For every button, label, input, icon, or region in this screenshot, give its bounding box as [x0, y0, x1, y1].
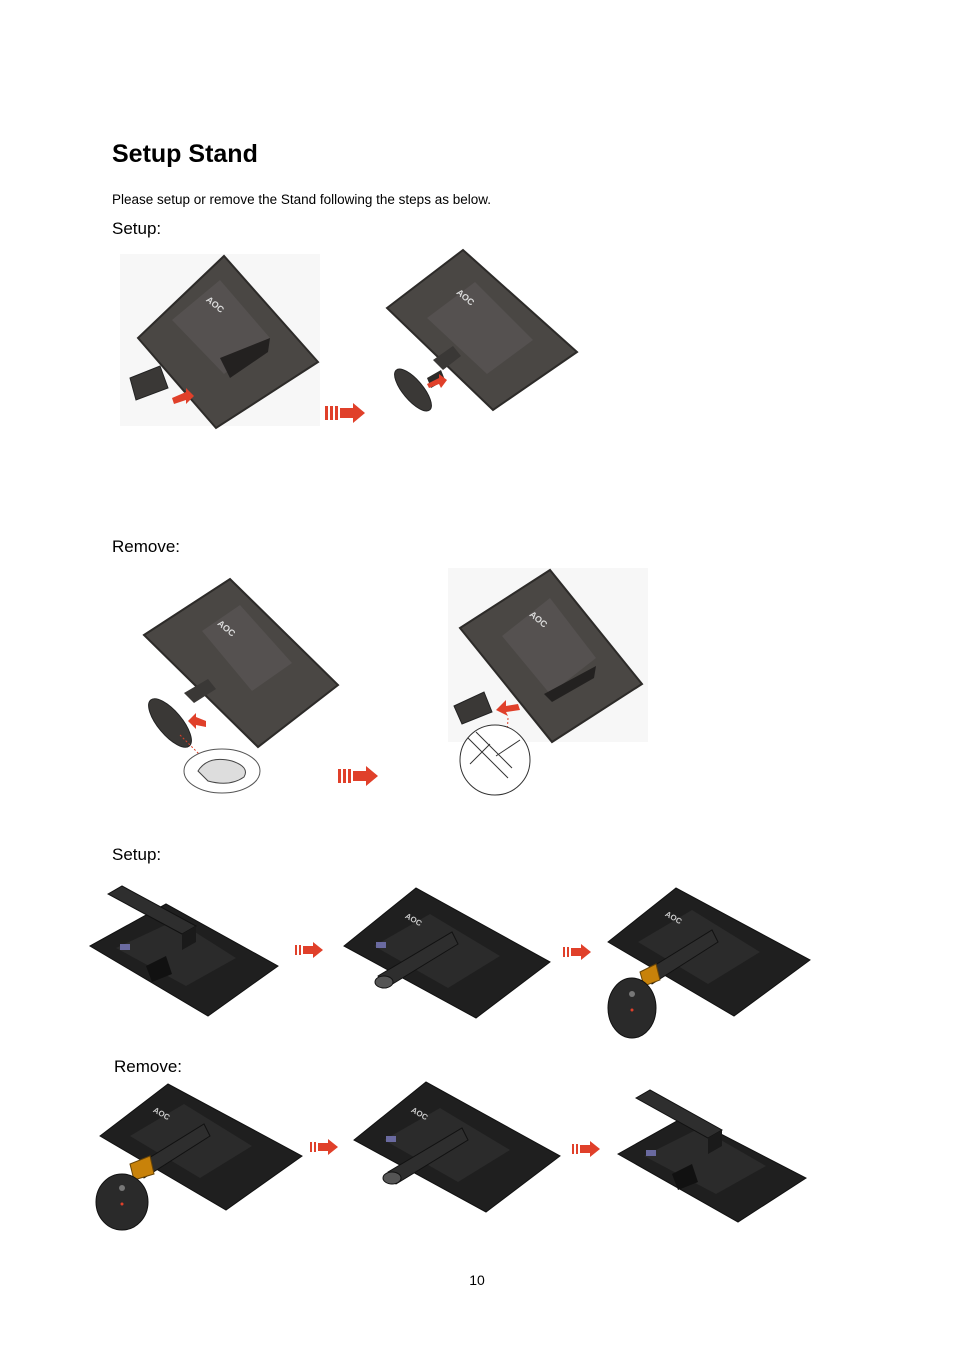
- step-arrow-icon: [325, 403, 365, 423]
- illustration-setup-step-4: AOC: [343, 887, 551, 1019]
- step-arrow-icon: [310, 1139, 338, 1155]
- illustration-remove-step-3: AOC: [95, 1083, 303, 1231]
- insert-arrow-icon: [427, 374, 447, 388]
- illustration-remove-step-5: [616, 1089, 807, 1223]
- illustration-remove-step-2: AOC: [448, 568, 648, 796]
- insert-arrow-icon: [172, 388, 194, 404]
- illustration-remove-step-1: AOC: [142, 577, 340, 794]
- stand-base: [394, 368, 432, 412]
- stand-neck: [433, 346, 461, 370]
- section-label-remove-1: Remove:: [112, 537, 181, 556]
- intro-text: Please setup or remove the Stand followi…: [112, 192, 491, 207]
- stand-neck: [184, 679, 216, 703]
- stand-hinge: [129, 1155, 155, 1181]
- stand-neck: [129, 365, 169, 401]
- stand-neck: [453, 691, 493, 725]
- step-arrow-icon: [572, 1141, 600, 1157]
- section-label-remove-2: Remove:: [114, 1057, 183, 1076]
- illustration-setup-step-1: AOC: [120, 254, 320, 430]
- remove-arrow-icon: [496, 700, 520, 716]
- step-arrow-icon: [338, 766, 378, 786]
- illustration-setup-step-3: [88, 885, 279, 1017]
- illustration-remove-step-4: AOC: [353, 1081, 561, 1213]
- section-label-setup-1: Setup:: [112, 219, 162, 238]
- step-arrow-icon: [295, 942, 323, 958]
- section-label-setup-2: Setup:: [112, 845, 162, 864]
- stand-base: [95, 1173, 149, 1231]
- page-number: 10: [469, 1272, 485, 1288]
- page-title: Setup Stand: [112, 140, 258, 168]
- illustration-setup-step-5: AOC: [607, 887, 811, 1039]
- detail-zoom-circle: [459, 724, 531, 796]
- remove-arrow-icon: [188, 713, 206, 729]
- stand-base: [607, 977, 657, 1039]
- step-arrow-icon: [563, 944, 591, 960]
- illustration-setup-step-2: AOC: [385, 248, 579, 412]
